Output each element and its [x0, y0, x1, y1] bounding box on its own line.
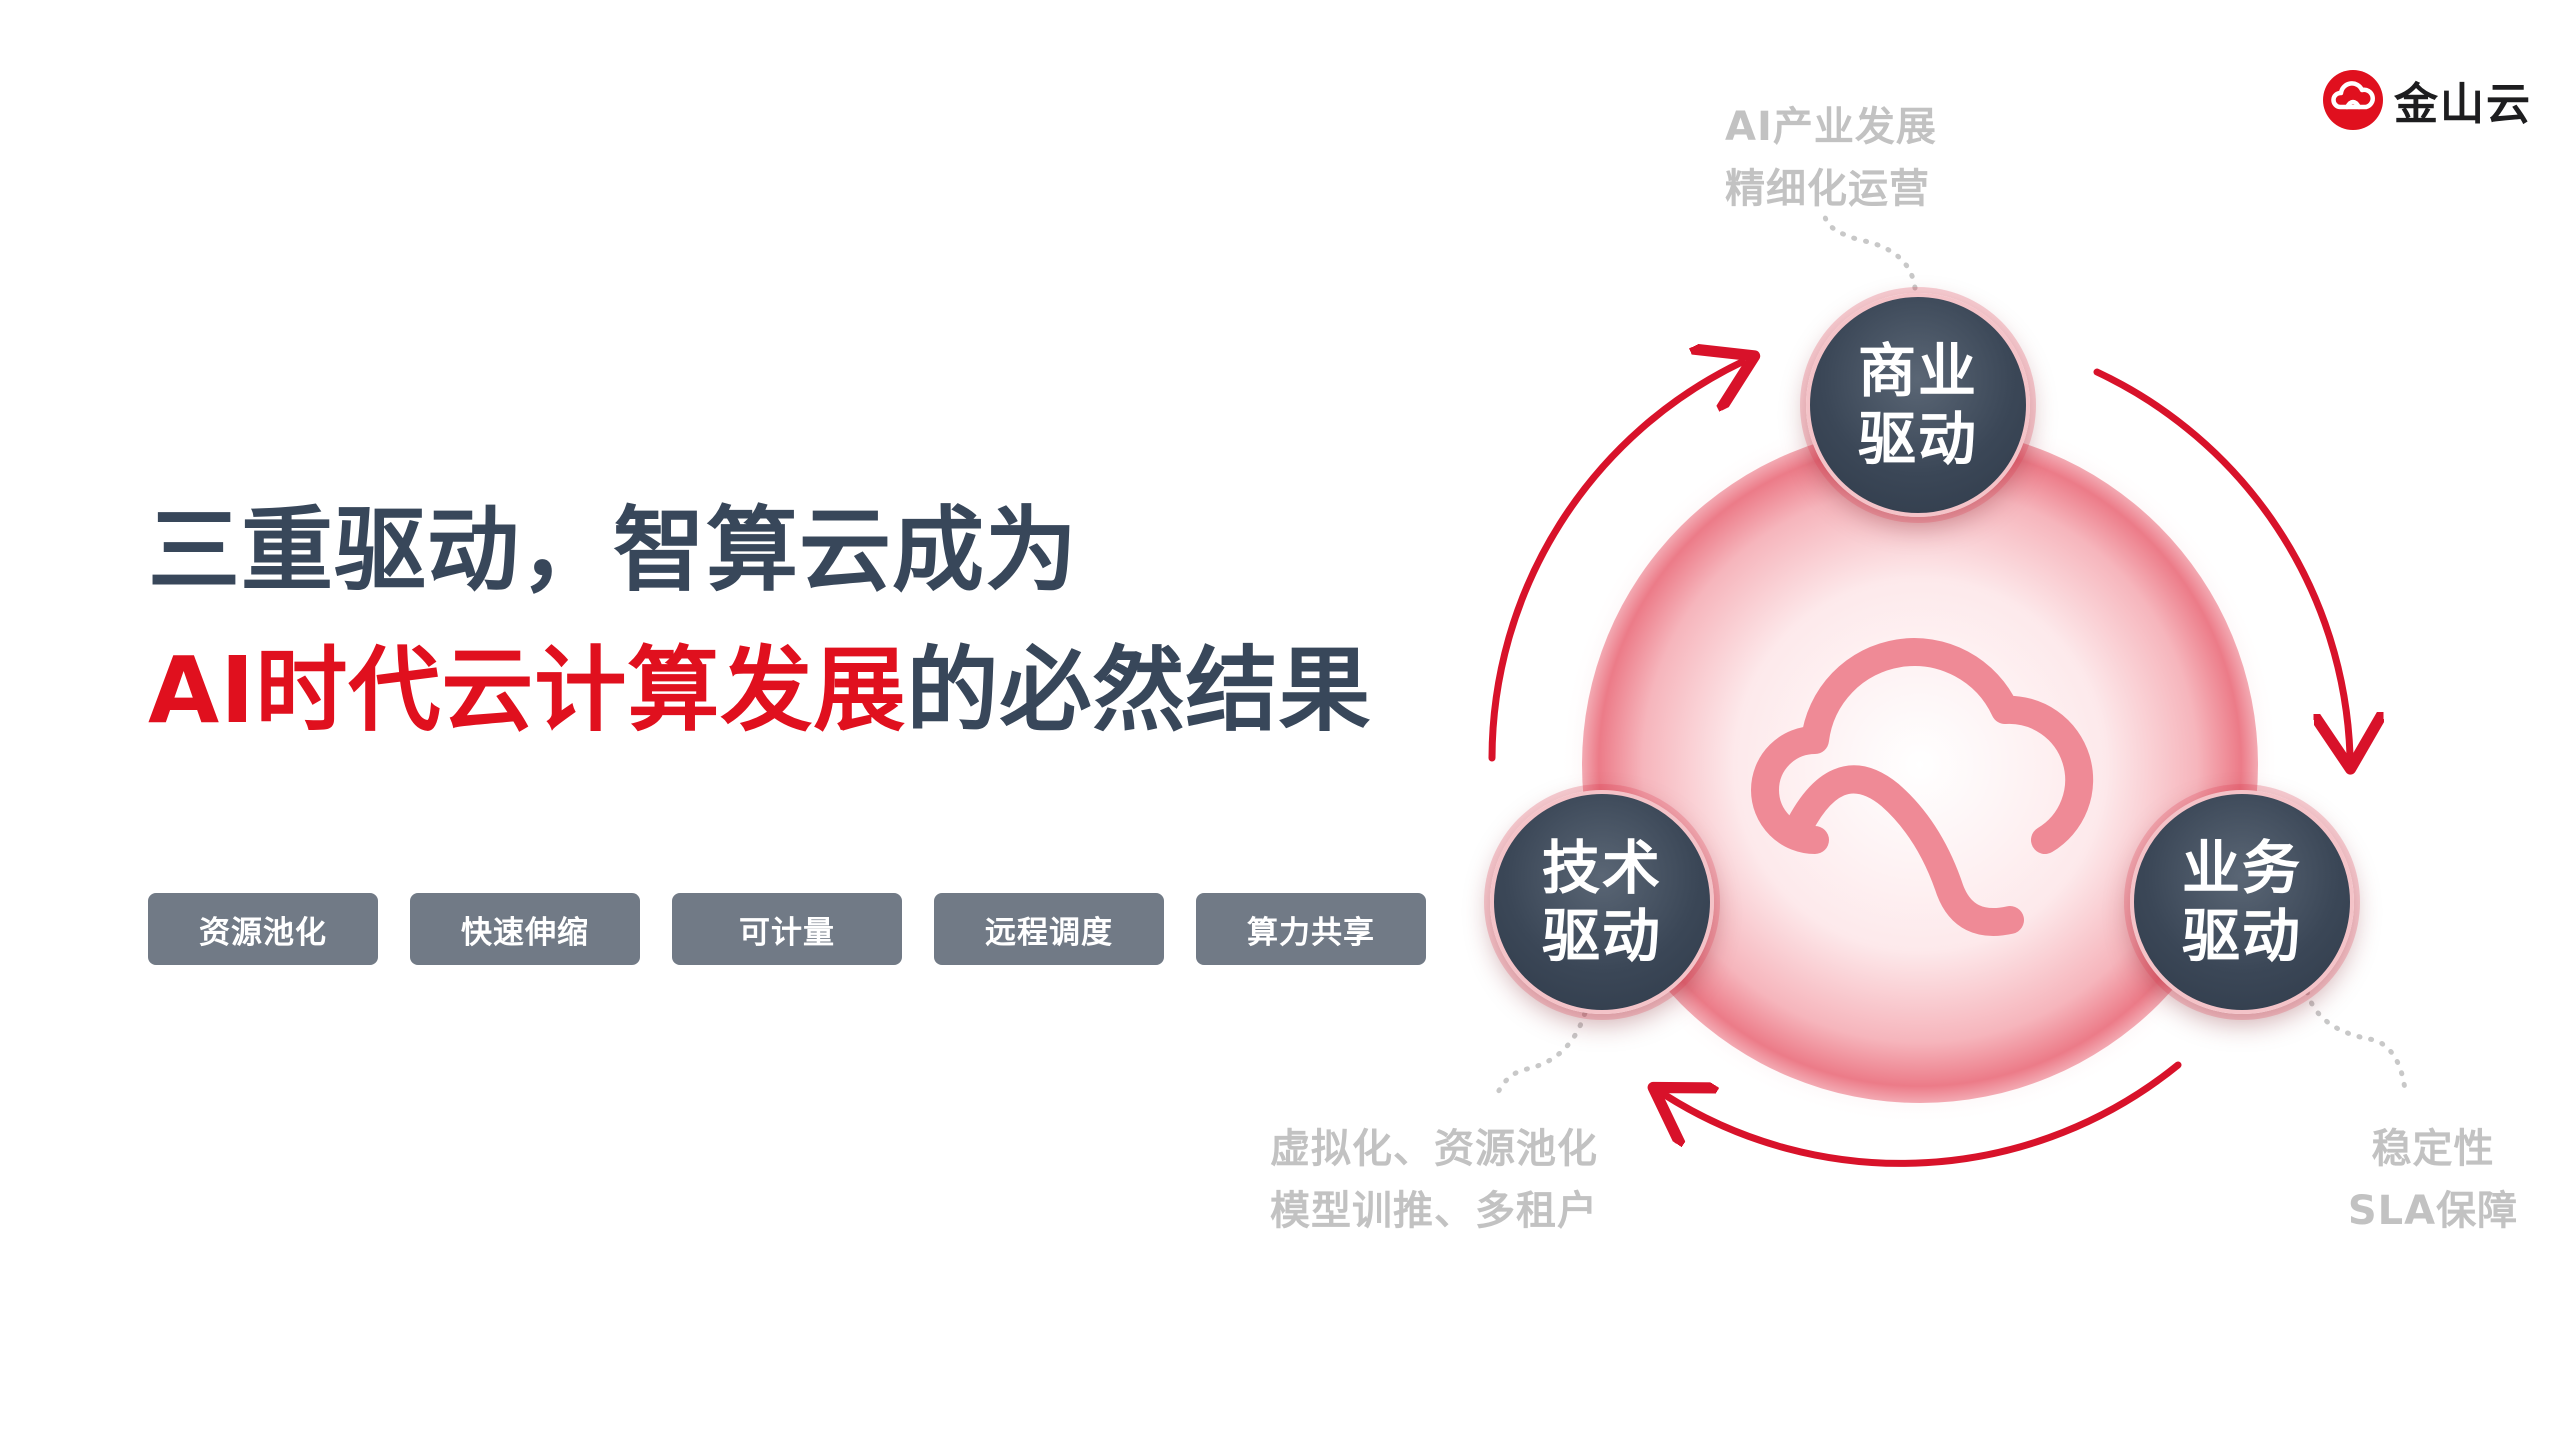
- annotation-left-line-2: 模型训推、多租户: [1270, 1188, 1598, 1234]
- tag-measurable: 可计量: [672, 893, 902, 965]
- three-drivers-diagram: 商业 驱动 技术 驱动 业务 驱动 AI产业发展 精细化运营 虚拟化、资源池化 …: [1270, 0, 2560, 1440]
- annotation-left: 虚拟化、资源池化 模型训推、多租户: [1270, 1118, 1598, 1242]
- annotation-top: AI产业发展 精细化运营: [1725, 96, 1937, 220]
- tag-rapid-elasticity: 快速伸缩: [410, 893, 640, 965]
- node-top-line-1: 商业: [1857, 336, 1978, 405]
- node-right-line-2: 驱动: [2181, 902, 2302, 970]
- page-title-line-1: 三重驱动，智算云成为: [148, 497, 1079, 604]
- node-technology-driver: 技术 驱动: [1490, 790, 1714, 1014]
- node-top-line-2: 驱动: [1857, 405, 1978, 473]
- cloud-icon: [1751, 638, 2094, 936]
- tag-remote-scheduling: 远程调度: [934, 893, 1164, 965]
- annotation-top-line-1: AI产业发展: [1725, 104, 1937, 150]
- node-left-line-1: 技术: [1541, 833, 1662, 902]
- node-right-line-1: 业务: [2181, 833, 2302, 902]
- brand-name: 金山云: [2394, 79, 2532, 130]
- page-title-line-2: AI时代云计算发展的必然结果: [148, 645, 1371, 737]
- feature-tags: 资源池化 快速伸缩 可计量 远程调度 算力共享: [148, 893, 1426, 965]
- tag-compute-sharing: 算力共享: [1196, 893, 1426, 965]
- brand-logo: 金山云: [2322, 62, 2532, 138]
- annotation-left-line-1: 虚拟化、资源池化: [1270, 1126, 1598, 1172]
- node-left-line-2: 驱动: [1541, 902, 1662, 970]
- decorative-streaks: [263, 402, 1064, 827]
- connector-top: [1822, 212, 1918, 291]
- annotation-right: 稳定性 SLA保障: [2333, 1118, 2533, 1242]
- node-service-driver: 业务 驱动: [2130, 790, 2354, 1014]
- center-sphere: [1582, 427, 2258, 1103]
- annotation-right-line-2: SLA保障: [2347, 1188, 2519, 1234]
- cycle-arrow-top-to-right: [2093, 368, 2350, 755]
- title-rest-text: 的必然结果: [906, 637, 1372, 744]
- tag-resource-pooling: 资源池化: [148, 893, 378, 965]
- cycle-arrow-right-to-left: [1665, 1061, 2182, 1167]
- annotation-right-line-1: 稳定性: [2371, 1126, 2495, 1172]
- cycle-arrow-left-to-top: [1488, 362, 1742, 762]
- connector-right: [2302, 977, 2408, 1093]
- annotation-top-line-2: 精细化运营: [1725, 166, 1930, 212]
- node-business-driver: 商业 驱动: [1806, 293, 2030, 517]
- title-accent-text: AI时代云计算发展: [148, 637, 907, 744]
- diagram-graphics: [1488, 212, 2408, 1167]
- cloud-logo-icon: [2323, 70, 2383, 130]
